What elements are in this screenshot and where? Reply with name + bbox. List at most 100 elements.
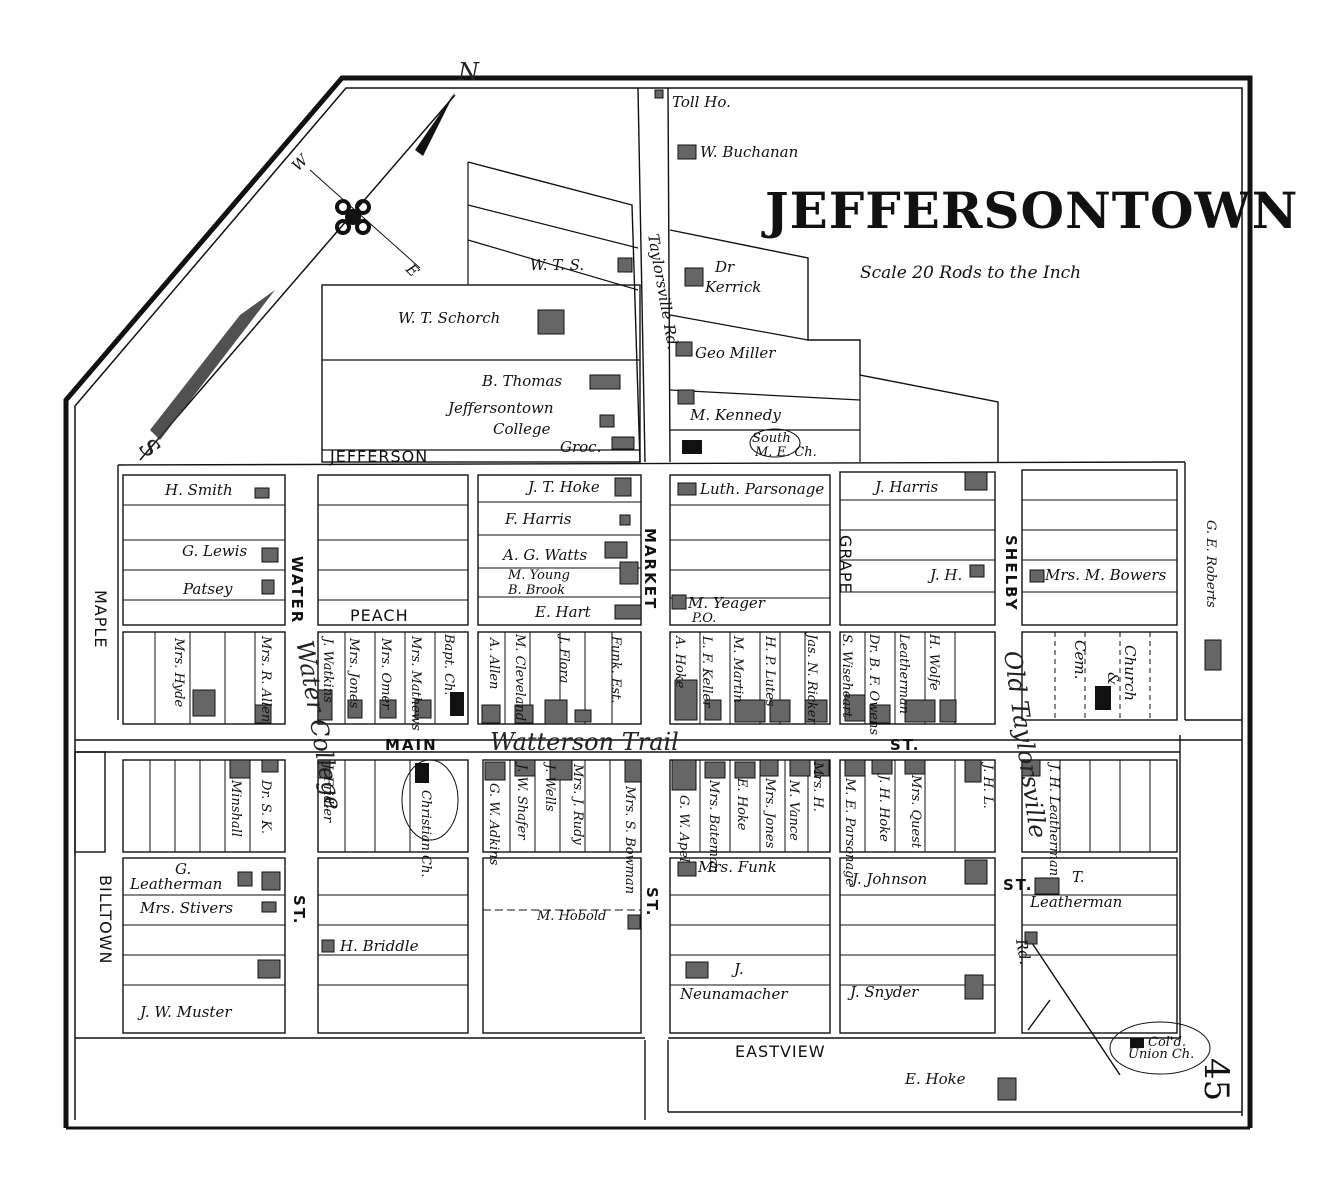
owner-g-leatherman-2: Leatherman [129, 875, 222, 893]
owner-dr-sk: Dr. S. K. [258, 779, 273, 834]
owner-a-hoke: A. Hoke [672, 635, 687, 689]
street-main-st: ST. [890, 736, 920, 754]
owner-t-leatherman-1: T. [1072, 868, 1085, 886]
owner-m-vance: M. Vance [786, 779, 801, 841]
owner-christian-ch: Christian Ch. [418, 790, 433, 877]
owner-gw-adkins: G. W. Adkins [486, 783, 501, 866]
street-water: WATER [288, 556, 306, 624]
owner-mrs-omer: Mrs. Omer [378, 637, 393, 710]
owner-m-cleveland: M. Cleveland [512, 633, 527, 721]
owner-a-allen: A. Allen [486, 637, 501, 689]
owner-mrs-s-bowman: Mrs. S. Bowman [622, 785, 637, 894]
owner-jh-leatherman: J. H. Leatherman [1046, 761, 1061, 876]
street-billtown: BILLTOWN [96, 875, 115, 964]
owner-e-hart: E. Hart [534, 603, 592, 621]
owner-mrs-hyde: Mrs. Hyde [171, 637, 186, 707]
street-taylorsville-rd: Taylorsville Rd. [644, 233, 682, 351]
owner-j-watkins: J. Watkins [320, 635, 335, 703]
street-maple: MAPLE [91, 590, 110, 648]
town-boundary [63, 75, 1253, 1130]
south-me-church-outline [749, 428, 801, 458]
owner-po: P.O. [691, 611, 716, 626]
owner-church-cem-2: & [1104, 672, 1122, 685]
owner-col-union-ch-1: Col'd. [1148, 1035, 1186, 1050]
watterson-trail-label: Watterson Trail [490, 728, 679, 756]
owner-t-leatherman-2: Leatherman [1029, 893, 1122, 911]
owner-hp-lutes: H. P. Lutes [762, 635, 777, 707]
owner-w-buchanan: W. Buchanan [700, 143, 798, 161]
owner-j-snyder: J. Snyder [847, 983, 919, 1001]
owner-jas-n-ricker: Jas. N. Ricker [804, 631, 819, 725]
owner-toll-ho: Toll Ho. [672, 93, 731, 111]
north-tracts [321, 161, 999, 463]
owner-labels-vertical: G. E. Roberts Church & Cem. Mrs. Hyde Mr… [171, 520, 1218, 894]
street-peach: PEACH [350, 606, 409, 625]
christian-church-outline [401, 759, 459, 841]
owner-j-neunamacher-2: Neunamacher [679, 985, 788, 1003]
owner-jh: J. H. [927, 566, 962, 584]
owner-geo-miller: Geo Miller [695, 344, 776, 362]
owner-j-flora: J. Flora [556, 633, 571, 683]
owner-jt-college-2: College [493, 420, 551, 438]
owner-b-brook: B. Brook [507, 583, 565, 598]
owner-jt-college-1: Jeffersontown [445, 399, 554, 417]
owner-m-kennedy: M. Kennedy [689, 406, 781, 424]
owner-m-hobold: M. Hobold [536, 909, 606, 924]
owner-labels: Toll Ho. W. Buchanan W. T. S. Dr Kerrick… [129, 93, 1194, 1088]
street-main: MAIN [385, 736, 438, 754]
owner-bapt-ch: Bapt. Ch. [441, 633, 456, 696]
owner-mrs-r-allen: Mrs. R. Allen [258, 635, 273, 722]
street-jefferson: JEFFERSON [329, 447, 428, 466]
water-college-label: Water College [290, 638, 347, 812]
owner-patsey: Patsey [182, 580, 233, 598]
taylorsville-road [637, 87, 671, 1120]
owner-church-cem-1: Church [1121, 645, 1139, 701]
owner-groc: Groc. [560, 438, 601, 456]
owner-dr-kerrick-1: Dr [714, 258, 735, 276]
old-taylorsville-label: Old Taylorsville [998, 649, 1052, 840]
owner-mrs-bateman: Mrs. Bateman [706, 779, 721, 873]
owner-mrs-funk: Mrs. Funk [697, 858, 777, 876]
street-water-st: ST. [290, 895, 308, 925]
owner-dr-bf-owens: Dr. B. F. Owens [866, 633, 881, 735]
owner-j-neunamacher-1: J. [731, 960, 744, 978]
owner-b-thomas: B. Thomas [481, 372, 562, 390]
owner-mrs-j-rudy: Mrs. J. Rudy [570, 763, 585, 845]
owner-s-wiseheart: S. Wiseheart [839, 634, 854, 718]
owner-h-wolfe: H. Wolfe [926, 633, 941, 691]
map-scale: Scale 20 Rods to the Inch [860, 263, 1081, 283]
map-title: JEFFERSONTOWN [761, 181, 1298, 240]
page-number: 45 [1196, 1058, 1236, 1101]
owner-h-briddle: H. Briddle [339, 937, 419, 955]
owner-mrs-quest: Mrs. Quest [908, 774, 923, 849]
owner-jw-shafer: J. W. Shafer [514, 761, 529, 840]
owner-j-wells: J. Wells [542, 761, 557, 812]
street-grid [74, 461, 1242, 1113]
owner-wts: W. T. S. [530, 256, 584, 274]
owner-mrs-jones: Mrs. Jones [346, 637, 361, 709]
owner-mrs-jones-2: Mrs. Jones [762, 777, 777, 849]
owner-lf-keller: L. F. Keller [699, 635, 714, 708]
owner-south-me-2: M. E. Ch. [754, 445, 817, 460]
compass-w-label: W [288, 150, 313, 175]
owner-mrs-mathews: Mrs. Mathews [408, 635, 423, 731]
owner-h-smith: H. Smith [164, 481, 233, 499]
compass-rose-icon: N W E S [134, 58, 480, 464]
owner-church-cem-3: Cem. [1071, 640, 1089, 679]
owner-j-fridler: J. Fridler [320, 761, 335, 823]
owner-mrs-h: Mrs. H. [810, 761, 825, 812]
owner-south-me-1: South [752, 431, 791, 446]
compass-e-label: E [401, 259, 422, 280]
owner-mrs-m-bowers: Mrs. M. Bowers [1044, 566, 1167, 584]
owner-luth-parsonage: Luth. Parsonage [699, 480, 824, 498]
owner-jh-hoke: J. H. Hoke [876, 772, 891, 842]
owner-m-martin: M. Martin [730, 635, 745, 703]
owner-jt-hoke: J. T. Hoke [525, 478, 600, 496]
owner-g-leatherman-1: G. [175, 860, 191, 878]
street-shelby: SHELBY [1002, 535, 1020, 612]
street-rd: Rd. [1012, 937, 1034, 966]
owner-gw-apel: G. W. Apel [676, 795, 691, 862]
street-market: MARKET [641, 528, 659, 610]
owner-m-young: M. Young [507, 568, 570, 583]
